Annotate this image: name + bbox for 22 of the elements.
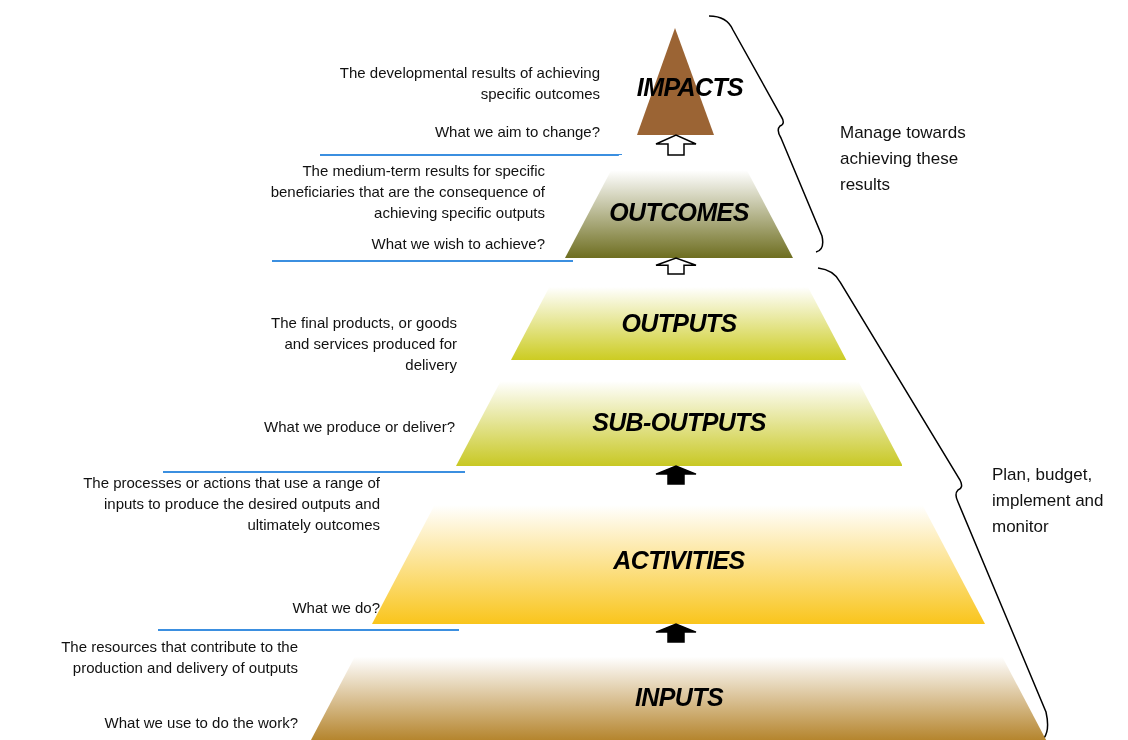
annotation-text: What we wish to achieve? — [370, 234, 545, 254]
pyramid-tier — [565, 155, 793, 258]
block-arrow — [655, 623, 697, 643]
brace-note: Plan, budget, implement and monitor — [992, 464, 1105, 538]
tier-label: INPUTS — [635, 684, 723, 710]
brace-note: Manage towards achieving these results — [840, 122, 967, 196]
block-arrow — [655, 465, 697, 485]
tier-label: ACTIVITIES — [613, 547, 745, 573]
annotation-text: What we use to do the work? — [103, 713, 298, 733]
block-arrow — [655, 134, 697, 156]
annotation-text: What we aim to change? — [433, 122, 600, 142]
tier-label: OUTCOMES — [609, 200, 749, 225]
annotation-text: The developmental results of achieving specific outcomes — [338, 63, 600, 104]
tier-label: SUB-OUTPUTS — [592, 409, 766, 435]
block-arrow — [655, 257, 697, 275]
annotation-text: The processes or actions that use a range of inputs to produce the desired outputs and ultimately outcomes — [82, 473, 380, 535]
annotation-text: What we produce or deliver? — [263, 417, 455, 437]
annotation-text: The resources that contribute to the production and delivery of outputs — [60, 637, 298, 678]
annotation-text: The medium-term results for specific beneficiaries that are the consequence of achieving specific outputs — [269, 161, 545, 223]
annotation-text: The final products, or goods and services produced for delivery — [270, 313, 457, 375]
annotation-text: What we do? — [291, 598, 380, 618]
tier-label: OUTPUTS — [621, 310, 737, 336]
